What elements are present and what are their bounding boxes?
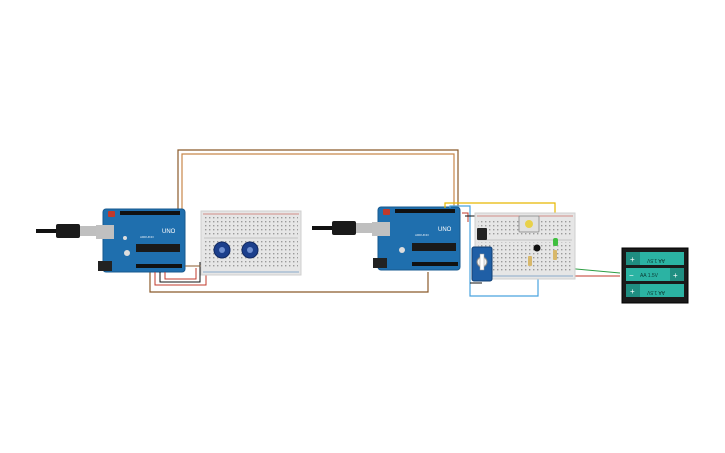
servo-motor[interactable]: [471, 246, 493, 282]
battery-cell-3: + AA 1.5V: [626, 284, 684, 297]
potentiometer-1[interactable]: [213, 241, 231, 259]
battery-pack[interactable]: + AA 1.5V − + AA 1.5V + AA 1.5V: [621, 247, 689, 304]
battery-plus-label: +: [630, 287, 635, 296]
chip: [412, 243, 456, 251]
header-bottom: [412, 262, 458, 266]
arduino-uno-left[interactable]: UNO ARDUINO: [96, 208, 186, 273]
resistor[interactable]: [528, 256, 532, 266]
reset-button: [108, 211, 115, 217]
battery-cell-label: AA 1.5V: [646, 257, 665, 263]
board-maker-label: ARDUINO: [140, 235, 155, 239]
usb-cable-left[interactable]: [36, 224, 102, 238]
usb-port: [372, 222, 390, 236]
wire-group-brown[interactable]: [149, 149, 459, 293]
battery-plus-label: +: [673, 271, 678, 280]
usb-cable-right[interactable]: [312, 221, 378, 235]
battery-minus-label: −: [629, 271, 634, 280]
power-jack: [98, 261, 112, 271]
reset-button: [383, 209, 390, 215]
header-bottom: [136, 264, 182, 268]
battery-plus-label: +: [630, 255, 635, 264]
transistor[interactable]: [477, 228, 487, 240]
board-brand-label: UNO: [438, 227, 452, 233]
resistor[interactable]: [553, 250, 557, 260]
battery-cell-1: + AA 1.5V: [626, 252, 684, 265]
potentiometer-2[interactable]: [241, 241, 259, 259]
chip: [136, 244, 180, 252]
arduino-uno-right[interactable]: UNO ARDUINO: [372, 206, 461, 271]
battery-cell-label: AA 1.5V: [646, 289, 665, 295]
usb-port: [96, 225, 114, 239]
board-brand-label: UNO: [162, 229, 176, 235]
power-jack: [373, 258, 387, 268]
led-green[interactable]: [553, 238, 558, 246]
battery-cell-label: AA 1.5V: [640, 273, 659, 279]
pushbutton[interactable]: [518, 215, 540, 233]
header-top: [395, 209, 455, 213]
board-maker-label: ARDUINO: [415, 233, 430, 237]
battery-cell-2: − + AA 1.5V: [626, 268, 684, 281]
header-top: [120, 211, 180, 215]
sensor-chip[interactable]: [533, 244, 541, 252]
